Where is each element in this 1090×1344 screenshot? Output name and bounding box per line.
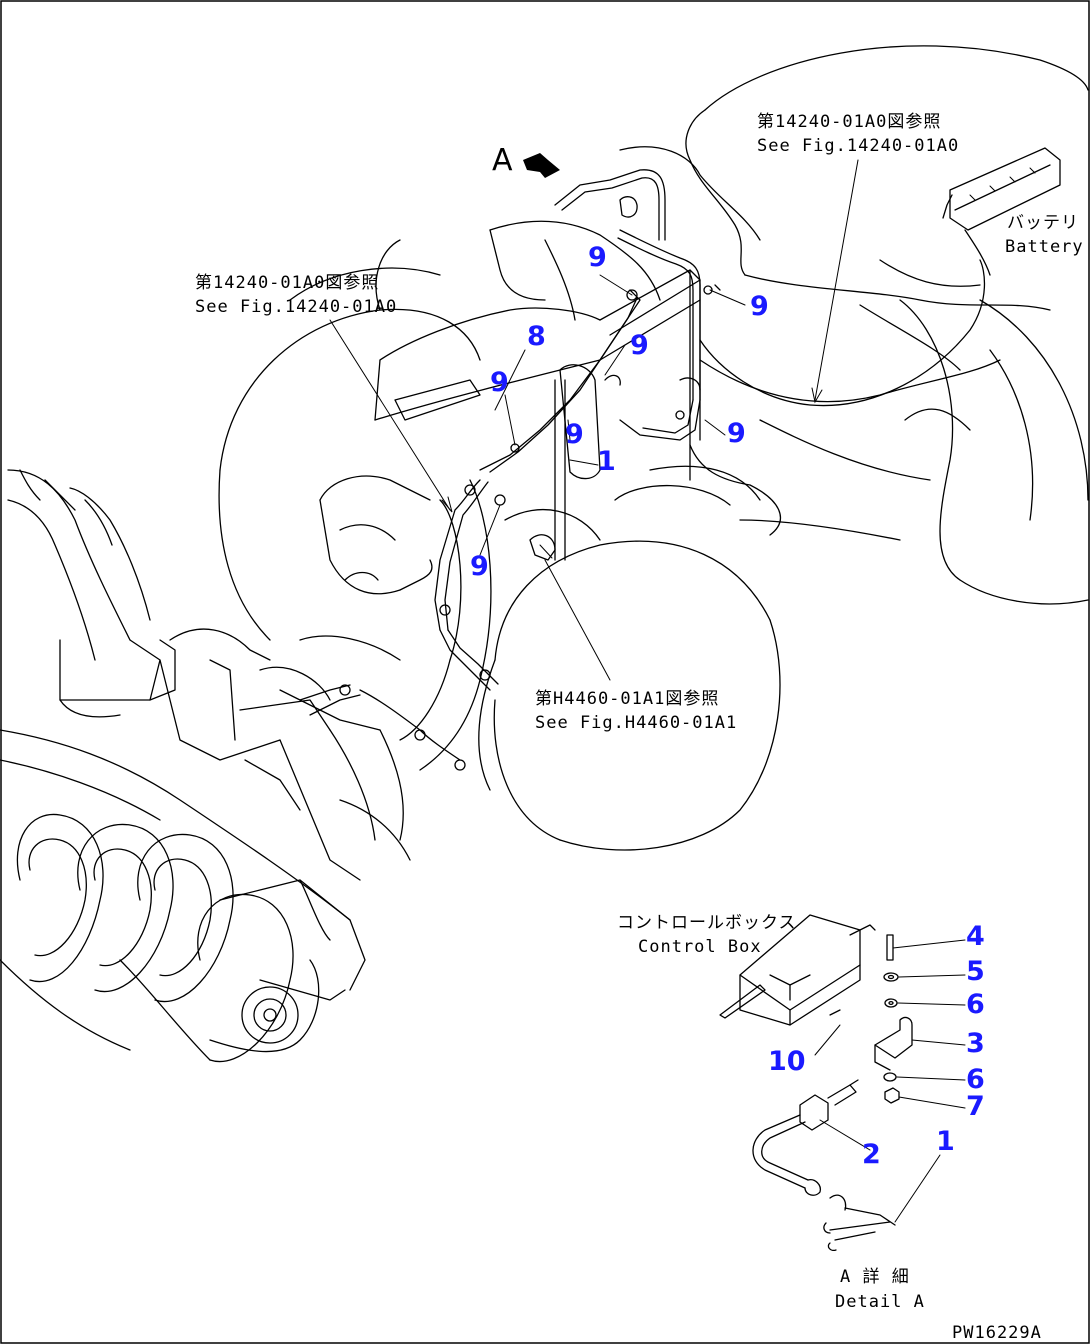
left-tire-outline xyxy=(218,239,481,641)
ref-top-right-jp: 第14240-01A0図参照 xyxy=(757,112,941,132)
battery-jp: バッテリ xyxy=(1007,213,1079,233)
callout-detail-2: 2 xyxy=(862,1139,881,1170)
callout-main-8: 9 xyxy=(727,418,746,449)
callout-detail-4: 4 xyxy=(966,921,985,952)
leader-lines xyxy=(329,159,859,681)
callout-main-2: 9 xyxy=(750,291,769,322)
callout-main-7: 1 xyxy=(597,446,616,477)
detail-callouts: 4 5 6 3 6 7 10 2 1 xyxy=(768,921,985,1170)
snow-blower-outline xyxy=(0,469,411,1063)
callout-main-1: 9 xyxy=(588,242,607,273)
battery-outline xyxy=(949,147,1061,276)
callout-detail-6b: 6 xyxy=(966,1064,985,1095)
callout-main-5: 9 xyxy=(490,367,509,398)
callout-main-4: 9 xyxy=(630,330,649,361)
detail-a-drawing xyxy=(719,914,966,1252)
callout-main-6: 9 xyxy=(565,419,584,450)
callout-detail-7: 7 xyxy=(966,1091,985,1122)
detail-a-jp: A 詳 細 xyxy=(840,1267,910,1287)
main-callouts: 9 9 8 9 9 9 1 9 9 xyxy=(470,242,769,582)
callout-detail-3: 3 xyxy=(966,1028,985,1059)
drawing-code: PW16229A xyxy=(952,1323,1042,1343)
annotations: A 第14240-01A0図参照 See Fig.14240-01A0 バッテリ… xyxy=(195,112,1084,1343)
lift-arm-outline xyxy=(299,475,492,771)
detail-a-en: Detail A xyxy=(835,1292,925,1312)
view-arrow xyxy=(523,153,560,178)
ref-bottom-jp: 第H4460-01A1図参照 xyxy=(535,689,719,709)
boom-outline xyxy=(374,220,701,561)
ref-bottom-en: See Fig.H4460-01A1 xyxy=(535,713,737,733)
control-box-jp: コントロールボックス xyxy=(617,913,797,933)
callout-detail-10: 10 xyxy=(768,1046,806,1077)
callout-main-3: 8 xyxy=(527,321,546,352)
callout-detail-1: 1 xyxy=(936,1126,955,1157)
battery-en: Battery xyxy=(1005,237,1084,257)
ref-left-en: See Fig.14240-01A0 xyxy=(195,297,397,317)
callout-detail-5: 5 xyxy=(966,956,985,987)
control-box-en: Control Box xyxy=(638,937,762,957)
view-a-label: A xyxy=(492,143,513,178)
callout-main-9: 9 xyxy=(470,551,489,582)
wiring-harness xyxy=(299,169,986,771)
ref-left-jp: 第14240-01A0図参照 xyxy=(195,273,379,293)
callout-detail-6a: 6 xyxy=(966,989,985,1020)
ref-top-right-en: See Fig.14240-01A0 xyxy=(757,136,959,156)
